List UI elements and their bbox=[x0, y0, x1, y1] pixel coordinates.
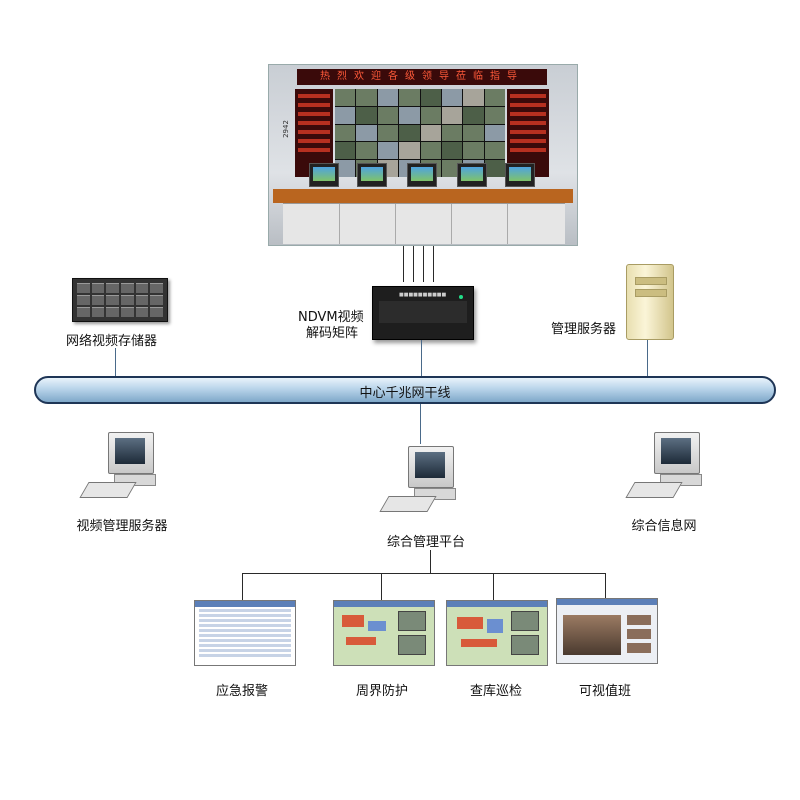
integrated-info-network-label: 综合信息网 bbox=[631, 519, 697, 534]
video-cable bbox=[423, 246, 424, 282]
led-side-panel-right bbox=[507, 89, 549, 177]
tree-branch bbox=[605, 573, 606, 601]
perimeter-protection-screenshot bbox=[333, 600, 435, 666]
server-link bbox=[647, 340, 648, 376]
emergency-alarm-screenshot bbox=[194, 600, 296, 666]
video-management-server-pc bbox=[79, 432, 164, 504]
video-duty-screenshot bbox=[556, 598, 658, 664]
console-monitor bbox=[457, 163, 487, 187]
video-management-server-label: 视频管理服务器 bbox=[76, 519, 168, 534]
console-monitor bbox=[357, 163, 387, 187]
integrated-platform-label: 综合管理平台 bbox=[386, 535, 466, 550]
warehouse-inspection-screenshot bbox=[446, 600, 548, 666]
led-banner: 热烈欢迎各级领导莅临指导 bbox=[297, 69, 547, 85]
video-wall-photo: 热烈欢迎各级领导莅临指导 2942 bbox=[268, 64, 578, 246]
gigabit-backbone-pipe bbox=[34, 376, 776, 404]
video-screen-grid bbox=[335, 89, 505, 177]
application-label: 周界防护 bbox=[355, 684, 409, 699]
tree-branch bbox=[242, 573, 243, 601]
integrated-info-network-pc bbox=[625, 432, 710, 504]
management-server-label: 管理服务器 bbox=[551, 322, 617, 337]
console-monitor bbox=[309, 163, 339, 187]
network-video-storage-device bbox=[72, 278, 168, 322]
video-cable bbox=[413, 246, 414, 282]
tree-trunk bbox=[430, 550, 431, 574]
platform-link bbox=[420, 404, 421, 444]
tree-branch bbox=[381, 573, 382, 601]
application-label: 应急报警 bbox=[215, 684, 269, 699]
video-cable bbox=[403, 246, 404, 282]
console-monitor bbox=[407, 163, 437, 187]
decoder-label-line1: NDVM视频 bbox=[298, 310, 364, 325]
backbone-label: 中心千兆网干线 bbox=[359, 386, 451, 401]
led-side-panel-left bbox=[295, 89, 333, 177]
application-label: 查库巡检 bbox=[469, 684, 523, 699]
console-desk-front bbox=[283, 203, 565, 244]
integrated-management-platform-pc bbox=[379, 446, 464, 518]
storage-label: 网络视频存储器 bbox=[66, 334, 158, 349]
decoder-link bbox=[421, 340, 422, 376]
decoder-label-line2: 解码矩阵 bbox=[306, 326, 359, 341]
application-label: 可视值班 bbox=[578, 684, 632, 699]
console-monitor bbox=[505, 163, 535, 187]
tree-bar bbox=[242, 573, 606, 574]
storage-link bbox=[115, 348, 116, 376]
tree-branch bbox=[493, 573, 494, 601]
management-server-tower bbox=[626, 264, 674, 340]
dimension-label: 2942 bbox=[281, 120, 290, 138]
ndvm-decoder-matrix-device: ■■■■■■■■■■ bbox=[372, 286, 474, 340]
video-cable bbox=[433, 246, 434, 282]
console-desk-top bbox=[273, 189, 573, 203]
